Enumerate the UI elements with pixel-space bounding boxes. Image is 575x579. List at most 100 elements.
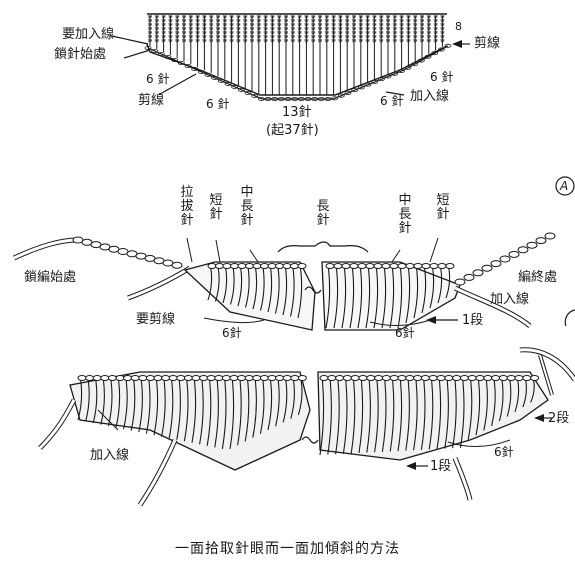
stitch-loop (389, 263, 399, 269)
stitch-loop (452, 375, 462, 381)
stitch-loop (341, 263, 351, 269)
chain-symbol (424, 54, 432, 59)
stitch-loop (282, 263, 292, 269)
chain-loop (90, 241, 102, 249)
chain-loop (490, 260, 502, 268)
stitch-post (221, 375, 227, 449)
stitch-loop (483, 375, 493, 381)
right-chain (454, 232, 556, 286)
stitch-post (428, 375, 434, 450)
stitch-loop (130, 375, 140, 381)
arrow-join-yarn-left (111, 35, 149, 45)
chain-loop (144, 254, 156, 262)
partial-circle-b (564, 309, 575, 327)
bracket-double (277, 241, 369, 253)
stitch-loop (491, 375, 501, 381)
label-chain-start: 鎖針始處 (54, 47, 107, 62)
pointer-hdc-right (391, 249, 401, 263)
label-chain-start-mid: 鎖編始處 (24, 270, 77, 285)
label-sts-left-mid: 6針 (222, 326, 242, 340)
stitch-loop (297, 375, 307, 381)
stitch-post (199, 375, 204, 445)
label-sts-left-upper: 6 針 (146, 72, 170, 86)
stitch-loop (459, 375, 469, 381)
stitch-post (153, 375, 159, 436)
stitch-loop (153, 375, 163, 381)
stitch-loop (530, 375, 540, 381)
stitch-loop (436, 375, 446, 381)
label-row-one-bottom: 1段 (430, 459, 452, 474)
stitch-post (176, 375, 181, 440)
stitch-loop (405, 375, 415, 381)
double-crochet-symbols (148, 15, 445, 95)
stitch-post (325, 263, 331, 329)
stitch-loop (506, 375, 516, 381)
stitch-post (357, 263, 363, 329)
chain-symbol (184, 64, 192, 69)
pointer-sc-right (429, 237, 439, 263)
chain-symbol (437, 47, 445, 52)
chain-symbol (404, 65, 412, 70)
pointer-hdc-left (249, 249, 259, 263)
label-cut-yarn-left: 剪線 (138, 93, 165, 108)
chain-loop (472, 269, 484, 277)
chain-loop (535, 237, 547, 245)
bottom-stitches (77, 375, 540, 456)
stitch-loop (319, 375, 329, 381)
stitch-loop (374, 375, 384, 381)
stitch-loop (275, 263, 284, 269)
stitch-loop (282, 375, 292, 381)
stitch-post (374, 375, 379, 453)
chain-symbol (237, 87, 245, 92)
chain-symbol (411, 62, 419, 67)
chain-symbol (384, 74, 392, 79)
stitch-post (229, 375, 235, 450)
chain-loop (526, 241, 538, 249)
stitch-post (405, 375, 410, 451)
stitch-loop (214, 375, 224, 381)
stitch-loop (290, 263, 299, 269)
stitch-post (389, 375, 395, 452)
chain-symbol (337, 93, 345, 98)
stitch-loop (245, 263, 254, 269)
arrow-chain-start (123, 49, 151, 59)
label-sc-left: 短針 (209, 193, 223, 222)
chain-symbol (364, 82, 372, 87)
stitch-loop (498, 375, 508, 381)
chain-loop (99, 243, 111, 251)
stitch-post (366, 375, 371, 453)
stitch-loop (389, 375, 399, 381)
chain-symbol (151, 49, 159, 54)
stitch-loop (373, 263, 383, 269)
figure-caption: 一面拾取針眼而一面加傾斜的方法 (175, 541, 400, 557)
stitch-loop (222, 263, 232, 269)
label-join-yarn-bottom: 加入線 (90, 448, 130, 463)
chain-symbol (144, 46, 152, 51)
chain-loop (126, 250, 138, 258)
chain-symbol (244, 90, 252, 95)
stitch-post (420, 375, 426, 450)
label-cut-yarn-right: 剪線 (474, 36, 501, 51)
stitch-loop (267, 375, 277, 381)
chain-loop (162, 259, 174, 267)
chain-loop (81, 238, 93, 246)
stitch-post (459, 375, 465, 448)
stitch-loop (267, 263, 277, 269)
chain-symbol (391, 71, 399, 76)
chain-loop (135, 252, 147, 260)
bottom-left-panel (69, 371, 311, 471)
arrow-cut-right (452, 40, 462, 48)
stitch-loop (77, 375, 87, 381)
chart-outline (146, 13, 448, 96)
stitch-loop (358, 375, 368, 381)
stitch-loop (123, 375, 133, 381)
label-center-sts: 13針 (282, 105, 312, 120)
chain-symbol (211, 75, 219, 80)
stitch-loop (514, 375, 524, 381)
stitch-post (327, 375, 332, 455)
chain-symbol (231, 84, 239, 89)
stitch-loop (206, 375, 216, 381)
chain-loop (117, 248, 129, 255)
stitch-loop (230, 263, 239, 269)
